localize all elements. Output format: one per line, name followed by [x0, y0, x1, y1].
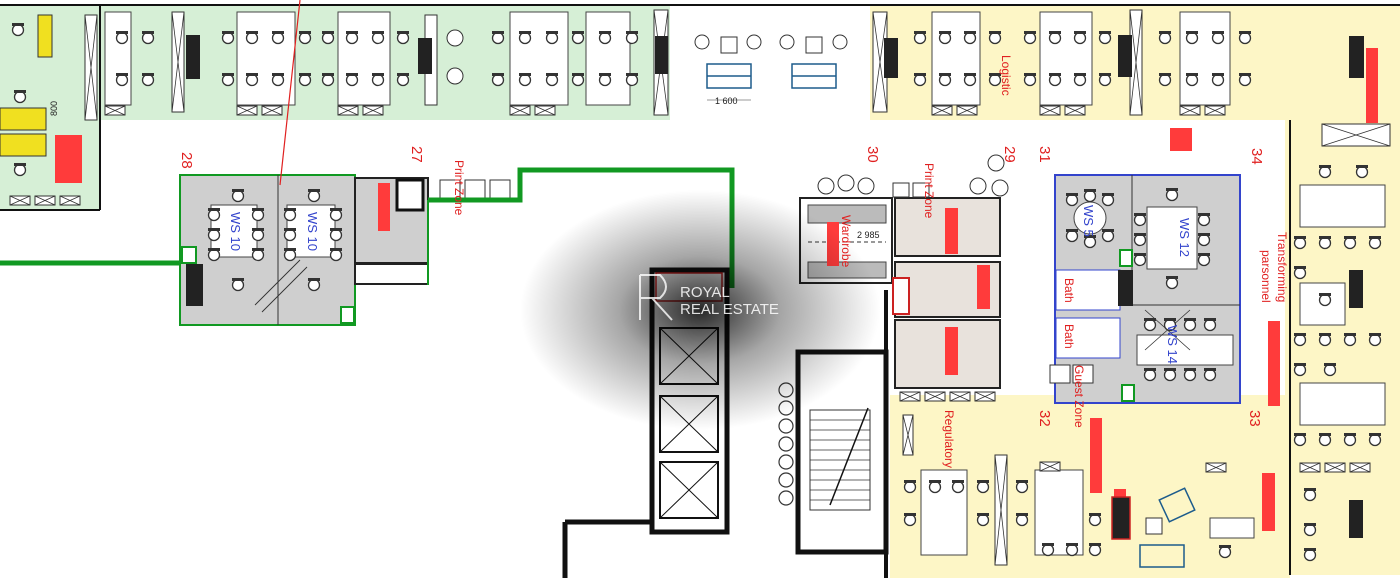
lounge-area: [706, 63, 837, 89]
room-number-33: 33: [1246, 410, 1263, 427]
cabinets-yellow: [872, 9, 1391, 147]
room-number-27: 27: [408, 146, 425, 163]
ws-a-label: WS 10: [228, 212, 243, 251]
bath-1-label: Bath: [1062, 278, 1076, 303]
black-lockers-yellow: [884, 35, 1364, 538]
regulatory-label: Regulatory: [942, 410, 956, 468]
guest-zone-label: Guest Zone: [1072, 365, 1086, 428]
transforming-label: Transforming: [1275, 232, 1289, 302]
side-table: [1145, 517, 1163, 535]
room-number-32: 32: [1036, 410, 1053, 427]
desk-block-green: [104, 11, 631, 106]
black-lockers-green: [186, 35, 668, 79]
watermark-line2: REAL ESTATE: [680, 301, 779, 318]
lounge-tables: [446, 29, 848, 85]
dimension-800: 800: [49, 101, 59, 116]
room-number-30: 30: [864, 146, 881, 163]
parsonnel-label: parsonnel: [1259, 250, 1273, 303]
print-zone-left-label: Print Zone: [452, 160, 466, 216]
section-line: [279, 0, 301, 186]
room-number-31: 31: [1036, 146, 1053, 163]
desk-block-right: [1299, 184, 1386, 426]
ws-d-label: WS 12: [1177, 218, 1192, 257]
red-locker: [1111, 496, 1131, 540]
logistic-label: Logistic: [999, 55, 1013, 96]
watermark-glow: [520, 190, 880, 430]
reception-desk: [0, 14, 53, 177]
desk-block-bottom: [920, 469, 1255, 556]
lounge-bottom: [1139, 487, 1196, 568]
guest-zone-furniture: [1049, 364, 1094, 384]
print-zone-left: [439, 179, 511, 199]
desk-block-yellow: [931, 11, 1231, 106]
dimension-2985: 2 985: [857, 230, 880, 240]
ws-e-label: WS 14: [1165, 325, 1180, 364]
bath-2-label: Bath: [1062, 324, 1076, 349]
dimension-1600: 1 600: [715, 96, 738, 106]
ws-b-label: WS 10: [305, 212, 320, 251]
print-zone-right-label: Print Zone: [922, 163, 936, 219]
room-number-28: 28: [178, 152, 195, 169]
ws-c-label: WS 5: [1081, 205, 1096, 237]
watermark-logo: [639, 274, 673, 321]
watermark-line1: ROYAL: [680, 284, 730, 301]
wardrobe-label: Wardrobe: [839, 215, 853, 268]
exterior-walls: [0, 4, 1400, 575]
room-number-34: 34: [1248, 148, 1265, 165]
cabinets-bottom: [899, 391, 1061, 566]
room-number-29: 29: [1001, 146, 1018, 163]
